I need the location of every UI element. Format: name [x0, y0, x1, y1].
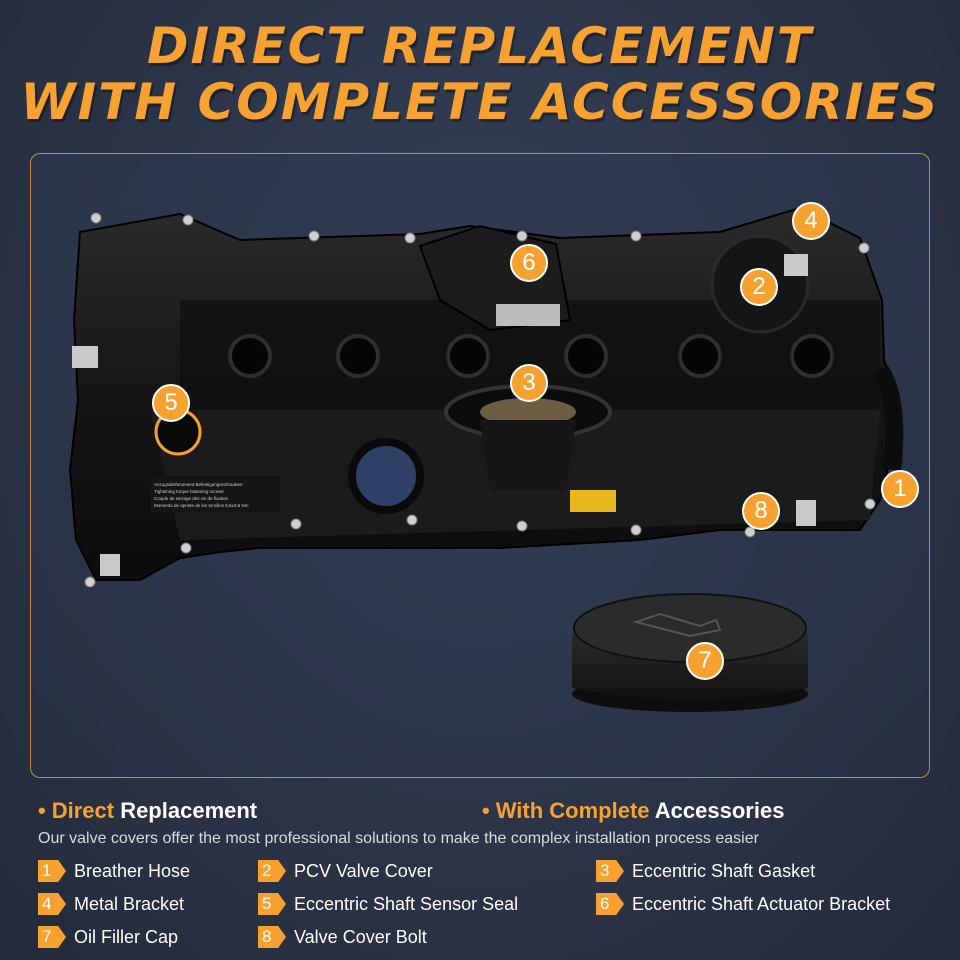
- warning-sticker: [570, 490, 616, 512]
- svg-text:Tightening torque fastening sc: Tightening torque fastening screws: [154, 489, 224, 494]
- part-item-4: 4 Metal Bracket: [38, 891, 184, 917]
- headline-line-1: DIRECT REPLACEMENT: [146, 17, 813, 75]
- bullet-icon: •: [38, 798, 46, 823]
- part-label: Oil Filler Cap: [74, 926, 179, 947]
- part-item-5: 5 Eccentric Shaft Sensor Seal: [258, 891, 518, 917]
- part-item-7: 7 Oil Filler Cap: [38, 924, 178, 950]
- bolts: [84, 212, 876, 588]
- callout-3: 3: [510, 364, 548, 402]
- part-item-8: 8 Valve Cover Bolt: [258, 924, 427, 950]
- part-number-tag: 7: [38, 926, 66, 948]
- feature-subheads: •Direct Replacement •With Complete Acces…: [38, 798, 938, 828]
- part-number-tag: 3: [596, 860, 624, 882]
- callout-4: 4: [792, 202, 830, 240]
- part-number-tag: 4: [38, 893, 66, 915]
- feature-complete-accessories: •With Complete Accessories: [482, 798, 785, 823]
- callout-6: 6: [510, 244, 548, 282]
- callout-7: 7: [686, 642, 724, 680]
- spark-plug-holes: [228, 334, 834, 378]
- part-label: Eccentric Shaft Actuator Bracket: [632, 893, 891, 914]
- bullet-icon: •: [482, 798, 490, 823]
- part-number-tag: 6: [596, 893, 624, 915]
- headline: DIRECT REPLACEMENT WITH COMPLETE ACCESSO…: [0, 18, 960, 130]
- svg-text:Anzugsdrehmoment Befestigungss: Anzugsdrehmoment Befestigungsschrauben: [154, 482, 243, 487]
- callout-1: 1: [881, 470, 919, 508]
- part-number-tag: 1: [38, 860, 66, 882]
- valve-cover: Anzugsdrehmoment Befestigungsschrauben T…: [68, 206, 904, 588]
- svg-text:Couple de serrage des vis de f: Couple de serrage des vis de fixation: [154, 496, 229, 501]
- callout-2: 2: [740, 268, 778, 306]
- callout-8: 8: [742, 492, 780, 530]
- svg-text:Momento de apriete de los torn: Momento de apriete de los tornillos 8,6±…: [154, 503, 249, 508]
- feature-description: Our valve covers offer the most professi…: [38, 830, 759, 847]
- headline-line-2: WITH COMPLETE ACCESSORIES: [20, 73, 940, 131]
- part-item-2: 2 PCV Valve Cover: [258, 858, 433, 884]
- part-item-1: 1 Breather Hose: [38, 858, 190, 884]
- part-label: Breather Hose: [74, 860, 191, 881]
- callout-5: 5: [152, 384, 190, 422]
- part-item-6: 6 Eccentric Shaft Actuator Bracket: [596, 891, 890, 917]
- oil-filler-cap: [572, 592, 808, 712]
- part-number-tag: 2: [258, 860, 286, 882]
- part-number-tag: 8: [258, 926, 286, 948]
- part-label: PCV Valve Cover: [294, 860, 433, 881]
- part-label: Metal Bracket: [74, 893, 185, 914]
- part-item-3: 3 Eccentric Shaft Gasket: [596, 858, 815, 884]
- torque-label: Anzugsdrehmoment Befestigungsschrauben T…: [150, 476, 280, 512]
- part-label: Eccentric Shaft Gasket: [632, 860, 816, 881]
- part-label: Eccentric Shaft Sensor Seal: [294, 893, 519, 914]
- feature-direct-replacement: •Direct Replacement: [38, 798, 258, 823]
- part-number-tag: 5: [258, 893, 286, 915]
- part-label: Valve Cover Bolt: [294, 926, 427, 947]
